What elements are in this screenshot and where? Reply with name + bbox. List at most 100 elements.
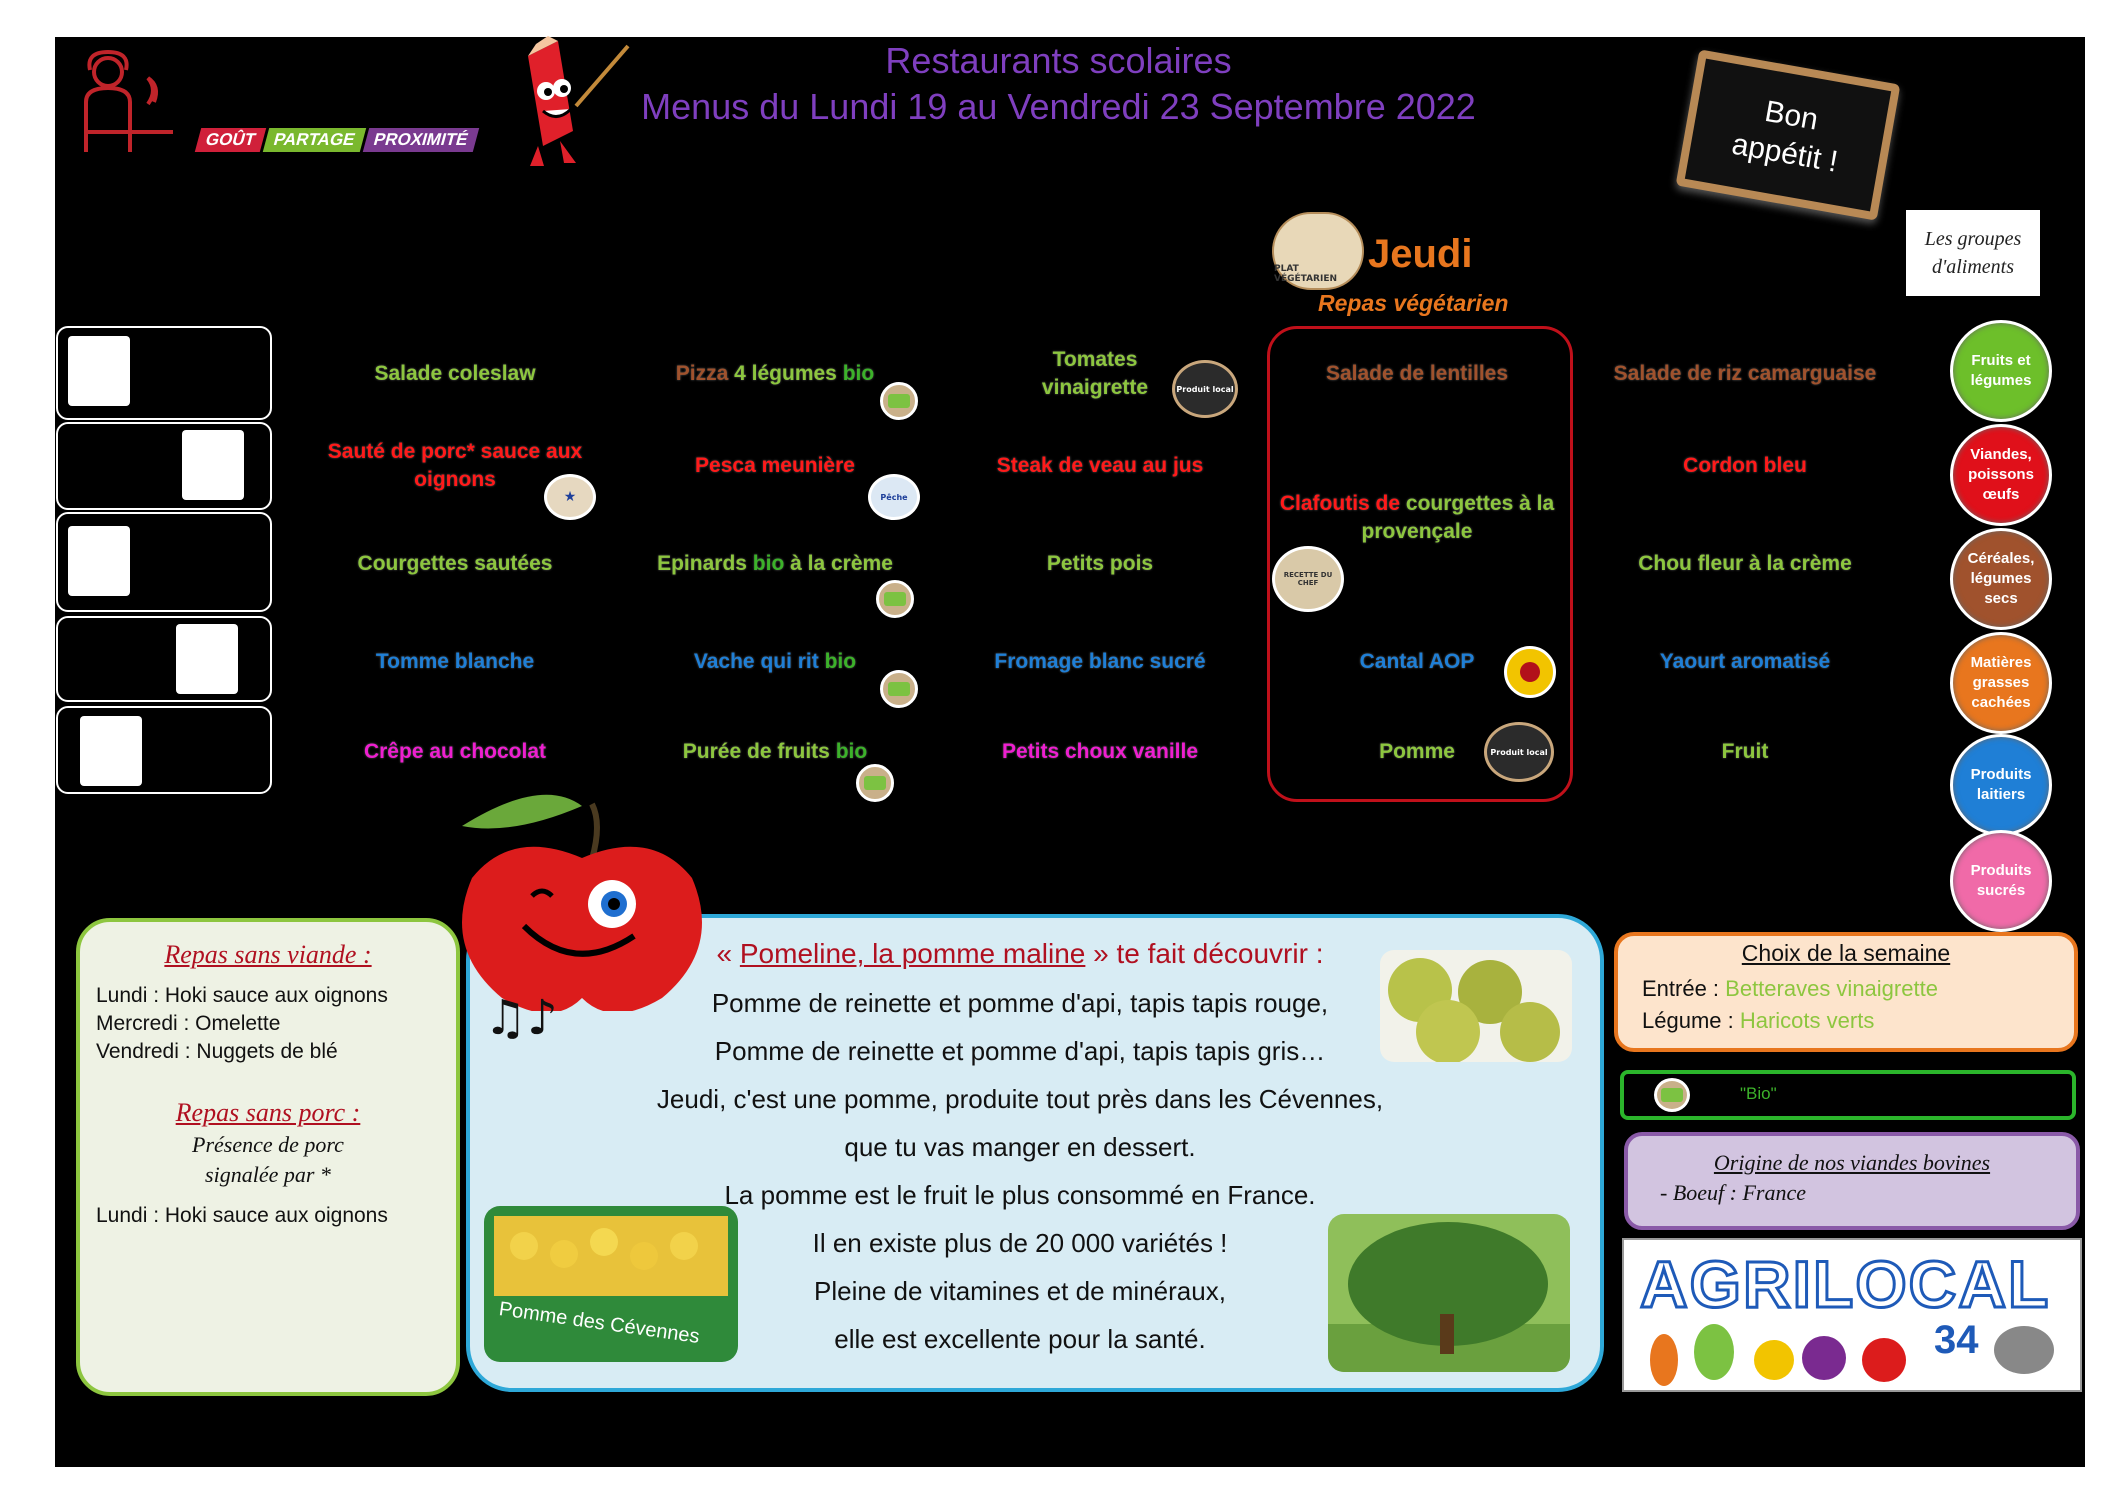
lyric-2: Pomme de reinette et pomme d'api, tapis … [714, 1036, 1326, 1066]
row-dessert [56, 706, 272, 794]
chef-logo [68, 42, 178, 162]
peche-label-icon: Pêche [868, 474, 920, 520]
legume-friday: Chou fleur à la crème [1638, 552, 1852, 575]
laitage-thursday: Cantal AOP [1359, 650, 1475, 673]
thursday-column-frame [1267, 326, 1573, 802]
porc-note-2: signalée par * [205, 1162, 331, 1187]
vegetarian-badge-icon: PLAT VÉGÉTARIEN [1272, 212, 1364, 290]
music-notes-icon: ♫♪ [484, 990, 558, 1046]
apple-tree-photo [1328, 1214, 1570, 1372]
choix-legume-value: Haricots verts [1739, 1008, 1875, 1033]
lyric-3: Jeudi, c'est une pomme, produite tout pr… [656, 1084, 1384, 1114]
laitage-tuesday-a: Vache qui rit [693, 650, 825, 673]
aop-label-icon [1504, 646, 1556, 698]
slogan-gout: GOÛT [194, 128, 267, 152]
thursday-title: Jeudi [1368, 232, 1473, 276]
plat-wednesday: Steak de veau au jus [996, 454, 1204, 477]
legume-tuesday-b: bio [752, 552, 785, 575]
chef-recipe-icon: RECETTE DU CHEF [1272, 546, 1344, 612]
entree-monday: Salade coleslaw [374, 362, 536, 385]
legume-tuesday-a: Epinards [657, 552, 753, 575]
entree-tuesday-a: Pizza [675, 362, 729, 385]
choix-entree: Entrée : Betteraves vinaigrette [1642, 976, 1938, 1002]
row-entree [56, 326, 272, 420]
chef-cooking-icon [68, 526, 130, 596]
group-matieres-grasses: Matières grasses cachées [1950, 632, 2052, 734]
legume-tuesday: Epinards bio à la crème [610, 550, 940, 578]
group-label: Produits sucrés [1970, 862, 2032, 899]
slogan: GOÛT PARTAGE PROXIMITÉ [194, 128, 479, 152]
lyric-8: elle est excellente pour la santé. [834, 1324, 1206, 1354]
laitage-tuesday: Vache qui rit bio [610, 648, 940, 676]
origine-panel [1624, 1132, 2080, 1230]
intro-link: Pomeline, la pomme maline [739, 938, 1086, 969]
dessert-monday: Crêpe au chocolat [363, 740, 547, 763]
apples-photo [1380, 950, 1572, 1062]
choix-title: Choix de la semaine [1741, 940, 1951, 966]
sans-viande-1: Lundi : Hoki sauce aux oignons [96, 984, 388, 1007]
group-label: Produits laitiers [1970, 766, 2032, 803]
page-subtitle: Menus du Lundi 19 au Vendredi 23 Septemb… [641, 86, 1476, 127]
choix-entree-value: Betteraves vinaigrette [1725, 976, 1938, 1001]
choix-legume: Légume : Haricots verts [1642, 1008, 1874, 1034]
intro-b: » te fait découvrir : [1085, 938, 1324, 969]
intro-a: « [716, 938, 740, 969]
entree-thursday: Salade de lentilles [1325, 362, 1509, 385]
vegetarian-badge-text: PLAT VÉGÉTARIEN [1274, 264, 1338, 284]
plat-monday: Sauté de porc* sauce aux oignons [327, 440, 583, 491]
row-legume [56, 512, 272, 612]
row-plat [56, 422, 272, 510]
plat-thursday: Clafoutis de courgettes à la provençale [1267, 490, 1567, 546]
agrilocal-name: AGRILOCAL [1638, 1246, 2051, 1323]
group-label: Viandes, poissons œufs [1968, 446, 2034, 503]
dessert-tuesday-b: bio [835, 740, 868, 763]
bio-label-icon [856, 764, 894, 802]
legume-wednesday: Petits pois [1046, 552, 1154, 575]
plat-thursday-b: courgettes à la provençale [1361, 492, 1555, 543]
lyric-4: que tu vas manger en dessert. [844, 1132, 1196, 1162]
pomeline-intro: « Pomeline, la pomme maline » te fait dé… [560, 938, 1480, 970]
plat-tuesday: Pesca meunière [695, 454, 855, 477]
bio-legend-box [1620, 1070, 2076, 1120]
page-title: Restaurants scolaires [885, 40, 1232, 81]
food-groups-title: Les groupes d'aliments [1906, 210, 2040, 296]
bio-legend-text: "Bio" [1740, 1084, 1777, 1103]
entree-friday: Salade de riz camarguaise [1613, 362, 1877, 385]
peche-label: Pêche [880, 492, 908, 502]
slogan-proximite: PROXIMITÉ [362, 128, 479, 152]
choix-legume-label: Légume : [1642, 1008, 1740, 1033]
slogan-partage: PARTAGE [262, 128, 366, 152]
chef-dessert-icon [80, 716, 142, 786]
local-product-label: Produit local [1490, 747, 1548, 757]
food-groups-title-text: Les groupes d'aliments [1924, 228, 2022, 278]
chef-roast-icon [182, 430, 244, 500]
lyric-1: Pomme de reinette et pomme d'api, tapis … [711, 988, 1329, 1018]
laitage-monday: Tomme blanche [375, 650, 535, 673]
local-product-icon: Produit local [1484, 722, 1554, 782]
dessert-friday: Fruit [1721, 740, 1769, 763]
porc-note-1: Présence de porc [192, 1132, 344, 1157]
apple-crate-photo: Pomme des Cévennes [484, 1206, 738, 1362]
legume-tuesday-c: à la crème [784, 552, 893, 575]
laitage-friday: Yaourt aromatisé [1659, 650, 1831, 673]
lyric-7: Pleine de vitamines et de minéraux, [814, 1276, 1226, 1306]
choix-entree-label: Entrée : [1642, 976, 1726, 1001]
entree-tuesday: Pizza 4 légumes bio [610, 360, 940, 388]
plat-thursday-a: Clafoutis de [1279, 492, 1401, 515]
bon-appetit-text: Bon appétit ! [1729, 94, 1841, 179]
lyric-5: La pomme est le fruit le plus consommé e… [724, 1180, 1316, 1210]
apple-mascot-icon [412, 786, 702, 1013]
group-label: Céréales, légumes secs [1967, 550, 2035, 607]
dessert-tuesday: Purée de fruits bio [610, 738, 940, 766]
laitage-wednesday: Fromage blanc sucré [994, 650, 1206, 673]
dessert-wednesday: Petits choux vanille [1001, 740, 1199, 763]
entree-tuesday-c: bio [842, 362, 875, 385]
group-label: Matières grasses cachées [1970, 654, 2032, 711]
sans-porc-1: Lundi : Hoki sauce aux oignons [96, 1204, 388, 1227]
agrilocal-number: 34 [1934, 1318, 1979, 1362]
group-laitiers: Produits laitiers [1950, 734, 2052, 836]
legume-monday: Courgettes sautées [357, 552, 553, 575]
group-viandes: Viandes, poissons œufs [1950, 424, 2052, 526]
chef-recipe-label: RECETTE DU CHEF [1283, 571, 1333, 587]
choix-semaine-panel [1614, 932, 2078, 1052]
